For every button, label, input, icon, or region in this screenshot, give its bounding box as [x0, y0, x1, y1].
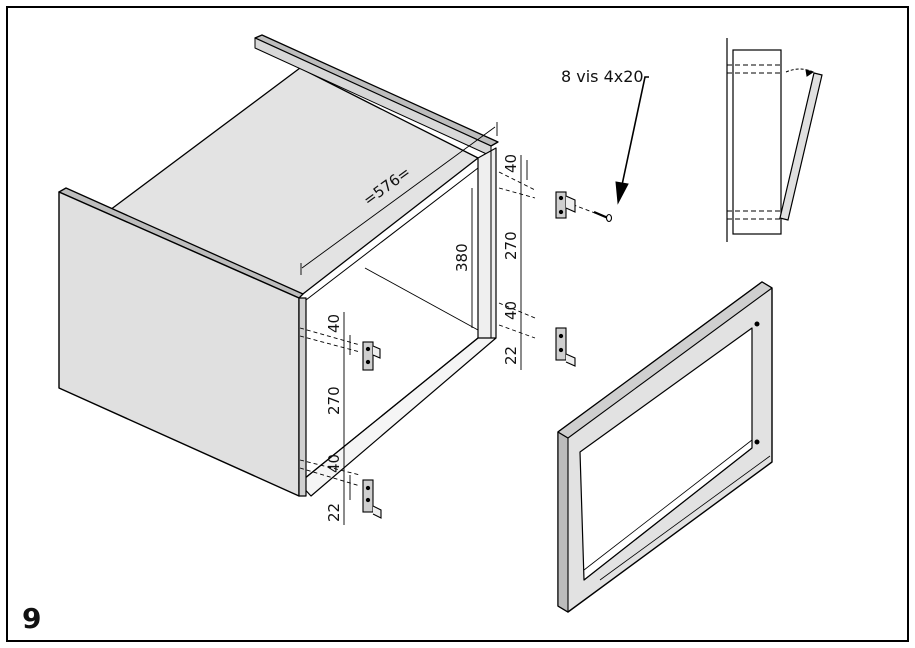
dim-left-bottom-gap: 40: [325, 454, 343, 473]
bracket-right-bottom: [555, 327, 576, 367]
dim-right-bottom-gap: 40: [502, 301, 520, 320]
dim-right-offset: 22: [502, 346, 520, 365]
dim-right-spacing: 270: [502, 231, 520, 260]
detail-view: [726, 38, 823, 242]
frame-front-edge: [557, 431, 569, 613]
dim-left-spacing: 270: [325, 386, 343, 415]
screw-label: 8 vis 4x20: [561, 67, 644, 86]
cabinet: [58, 34, 499, 497]
cabinet-right-side: [477, 147, 497, 347]
bracket-left-bottom: [362, 479, 382, 519]
frame-top-edge: [557, 281, 773, 439]
dim-left-offset: 22: [325, 503, 343, 522]
step-number: 9: [22, 602, 41, 635]
dim-left-top-gap: 40: [325, 314, 343, 333]
screw-arrow: [615, 76, 649, 205]
screw-icon: [593, 210, 613, 223]
trim-frame: [557, 281, 773, 613]
dim-right-top-gap: 40: [502, 154, 520, 173]
bracket-left-top: [362, 341, 381, 371]
bracket-right-top: [555, 191, 576, 219]
dimension-lines: [299, 122, 609, 525]
dim-height-inner: 380: [453, 243, 471, 272]
